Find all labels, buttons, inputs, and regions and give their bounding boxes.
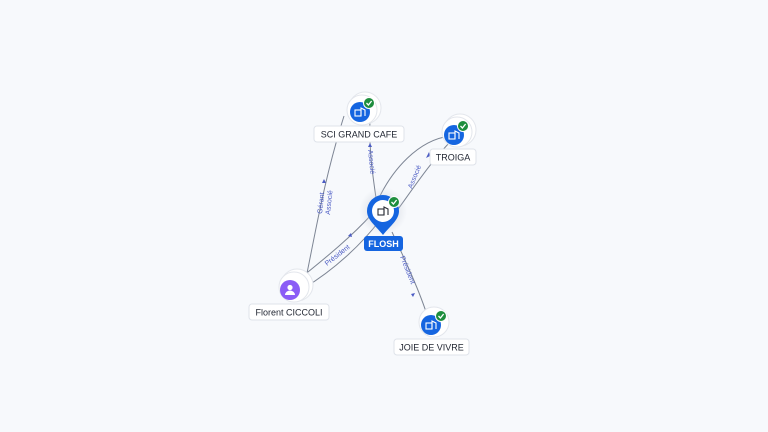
node-joie-de-vivre[interactable]: JOIE DE VIVRE bbox=[393, 306, 470, 356]
edge-label-florent-sci: Gérant Associé bbox=[317, 189, 334, 215]
node-flosh[interactable]: FLOSH bbox=[359, 187, 407, 251]
building-icon bbox=[377, 206, 389, 216]
node-label: TROIGA bbox=[436, 153, 471, 163]
main-label-box bbox=[364, 236, 403, 251]
edge-label-flosh-joie: Président bbox=[398, 255, 416, 285]
building-icon bbox=[354, 107, 366, 117]
node-florent-ciccoli[interactable]: Florent CICCOLI bbox=[248, 268, 330, 321]
edge-label-flosh-sci: Associé bbox=[366, 149, 376, 174]
verified-icon bbox=[388, 196, 400, 208]
node-label: FLOSH bbox=[368, 239, 399, 249]
verified-icon bbox=[363, 97, 375, 109]
arrow-head bbox=[322, 179, 326, 183]
building-icon bbox=[448, 130, 460, 140]
node-sci-grand-cafe[interactable]: SCI GRAND CAFE bbox=[313, 91, 405, 143]
verified-icon bbox=[435, 310, 447, 322]
arrow-head bbox=[348, 233, 352, 237]
person-icon bbox=[285, 284, 295, 295]
verified-icon bbox=[457, 120, 469, 132]
arrow-head bbox=[426, 152, 430, 158]
company-circle bbox=[421, 315, 441, 335]
edge-florent-flosh[interactable] bbox=[297, 213, 373, 281]
building-icon bbox=[425, 320, 437, 330]
arrow-head bbox=[411, 293, 415, 297]
arrow-head bbox=[368, 143, 372, 147]
node-label: JOIE DE VIVRE bbox=[399, 343, 464, 353]
node-label: Florent CICCOLI bbox=[255, 308, 322, 318]
node-troiga[interactable]: TROIGA bbox=[429, 113, 477, 166]
node-label: SCI GRAND CAFE bbox=[321, 130, 398, 140]
